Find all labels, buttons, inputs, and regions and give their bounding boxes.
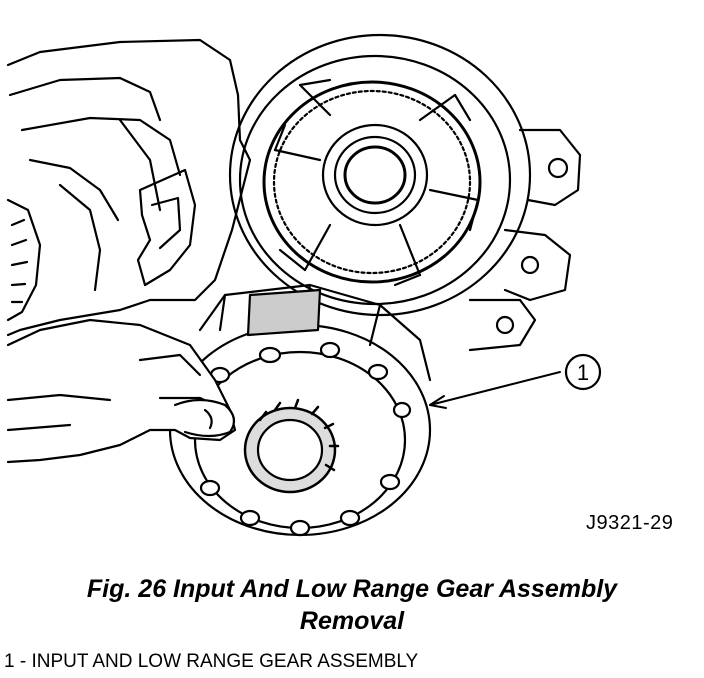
ring-housing	[228, 33, 532, 317]
thumb	[173, 398, 236, 438]
legend-item-1: 1 - INPUT AND LOW RANGE GEAR ASSEMBLY	[4, 651, 419, 672]
callout-number: 1	[577, 360, 589, 385]
figure-caption: Fig. 26 Input And Low Range Gear Assembl…	[0, 573, 704, 637]
gear-assembly-drawing: 1	[6, 33, 602, 537]
mounting-ear	[518, 128, 582, 207]
ring-gear	[262, 80, 482, 284]
technical-illustration: 1	[6, 33, 602, 537]
figure-id: J9321-29	[586, 512, 674, 534]
bearing-outer	[321, 123, 429, 227]
caption-line-1: Fig. 26 Input And Low Range Gear Assembl…	[86, 575, 618, 603]
caption-line-2: Removal	[299, 607, 405, 635]
callout-circle	[564, 353, 602, 391]
callout-leader	[429, 371, 561, 406]
left-gear-edge	[6, 198, 42, 322]
bearing-inner	[343, 145, 407, 205]
spline-block	[246, 288, 322, 337]
bracket	[136, 168, 197, 287]
